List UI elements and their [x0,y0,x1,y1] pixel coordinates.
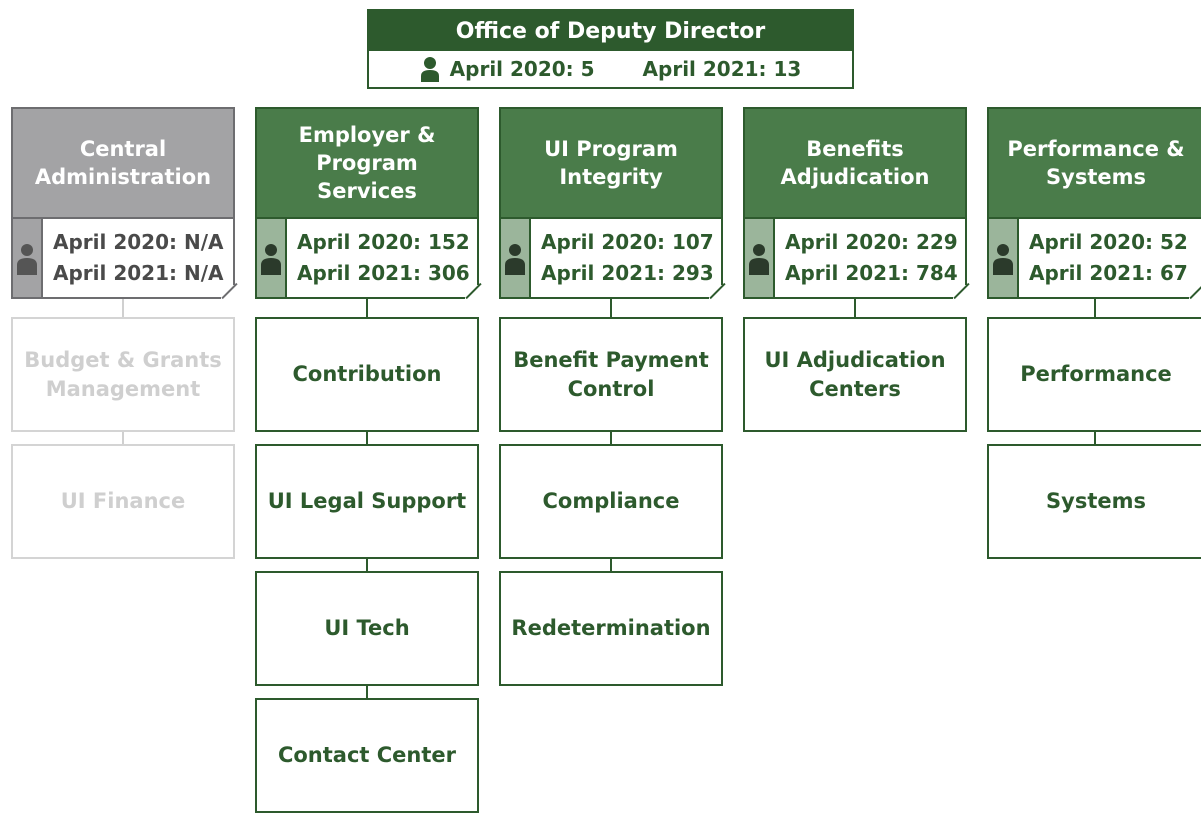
unit-box: Performance [987,317,1201,432]
unit-box: Budget & Grants Management [11,317,235,432]
unit-box: Contribution [255,317,479,432]
division-header: UI Program Integrity [499,107,723,219]
staff-april-2020: April 2020: 107 [541,230,714,254]
column-central-administration: Central Administration April 2020: N/A A… [11,107,235,559]
unit-box: UI Adjudication Centers [743,317,967,432]
staff-april-2021: April 2021: 293 [541,261,714,285]
deputy-director-2021: April 2021: 13 [642,57,802,81]
staff-april-2020: April 2020: 229 [785,230,958,254]
division-stats: April 2020: 52 April 2021: 67 [987,217,1201,299]
person-icon [257,219,287,297]
unit-box: Benefit Payment Control [499,317,723,432]
unit-box: Compliance [499,444,723,559]
deputy-director-title: Office of Deputy Director [369,11,852,51]
staff-april-2020: April 2020: N/A [53,230,224,254]
staff-april-2021: April 2021: 784 [785,261,958,285]
unit-box: UI Finance [11,444,235,559]
person-icon [745,219,775,297]
division-header: Central Administration [11,107,235,219]
staff-april-2021: April 2021: N/A [53,261,224,285]
division-header: Employer & Program Services [255,107,479,219]
unit-box: Systems [987,444,1201,559]
unit-box: UI Legal Support [255,444,479,559]
deputy-director-box: Office of Deputy Director April 2020: 5 … [367,9,854,89]
unit-box: UI Tech [255,571,479,686]
person-icon [13,219,43,297]
division-header: Benefits Adjudication [743,107,967,219]
staff-april-2020: April 2020: 152 [297,230,470,254]
column-ui-program-integrity: UI Program Integrity April 2020: 107 Apr… [499,107,723,686]
staff-april-2020: April 2020: 52 [1029,230,1188,254]
person-icon [989,219,1019,297]
division-stats: April 2020: 107 April 2021: 293 [499,217,723,299]
deputy-director-stats: April 2020: 5 April 2021: 13 [369,51,852,87]
unit-box: Contact Center [255,698,479,813]
deputy-director-2020: April 2020: 5 [449,57,595,81]
unit-box: Redetermination [499,571,723,686]
column-performance-systems: Performance & Systems April 2020: 52 Apr… [987,107,1201,559]
staff-april-2021: April 2021: 306 [297,261,470,285]
division-header: Performance & Systems [987,107,1201,219]
column-benefits-adjudication: Benefits Adjudication April 2020: 229 Ap… [743,107,967,432]
person-icon [420,57,439,82]
division-stats: April 2020: N/A April 2021: N/A [11,217,235,299]
staff-april-2021: April 2021: 67 [1029,261,1188,285]
column-employer-program-services: Employer & Program Services April 2020: … [255,107,479,813]
division-stats: April 2020: 152 April 2021: 306 [255,217,479,299]
person-icon [501,219,531,297]
division-stats: April 2020: 229 April 2021: 784 [743,217,967,299]
